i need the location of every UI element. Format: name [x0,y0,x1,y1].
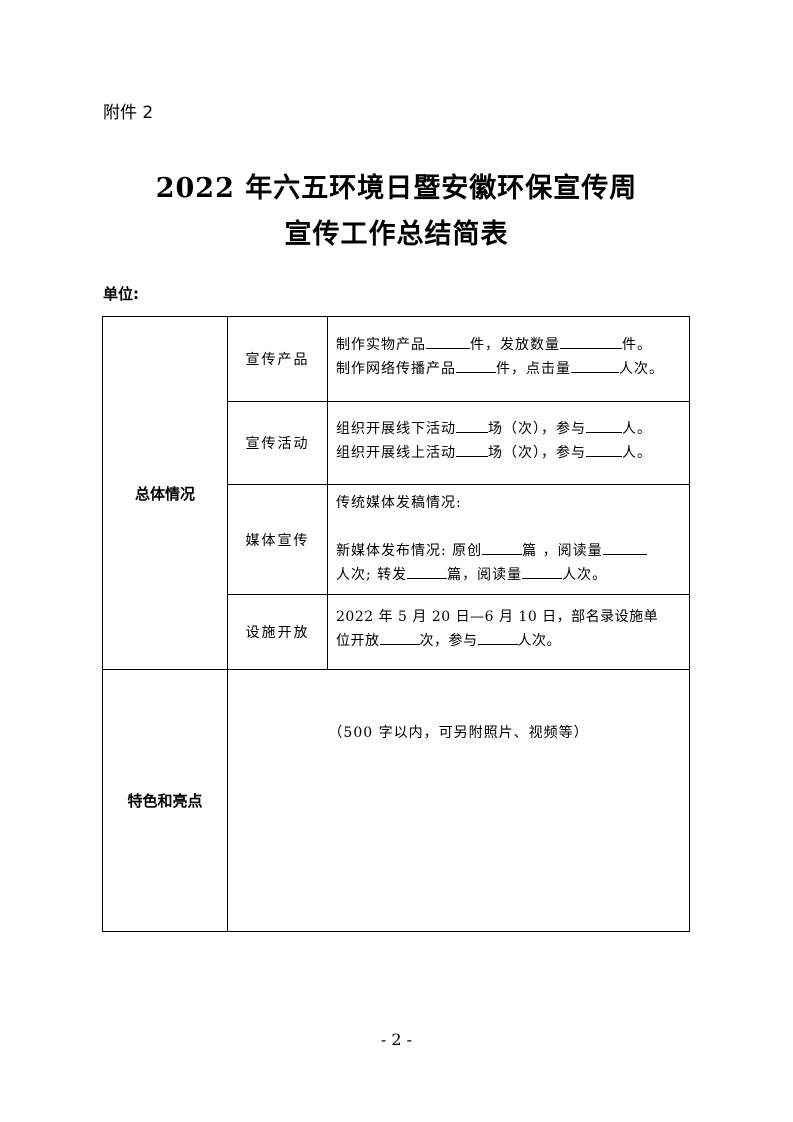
facilities-line-2: 位开放次，参与人次。 [336,629,689,653]
category-overall: 总体情况 [134,484,195,503]
category-highlights: 特色和亮点 [127,792,203,810]
blank-field[interactable] [522,564,563,579]
document-title-line1: 2022 年六五环境日暨安徽环保宣传周 [155,173,638,204]
blank-field[interactable] [482,540,523,555]
row-content-activities: 组织开展线下活动场（次），参与人。 组织开展线上活动场（次），参与人。 [328,417,689,465]
row-content-products: 制作实物产品件，发放数量件。 制作网络传播产品件，点击量人次。 [328,333,689,381]
row-label-facilities: 设施开放 [245,625,310,641]
row-content-facilities: 2022 年 5 月 20 日—6 月 10 日，部名录设施单 位开放次，参与人… [328,605,689,653]
products-line-1: 制作实物产品件，发放数量件。 [336,333,689,357]
facilities-line-1: 2022 年 5 月 20 日—6 月 10 日，部名录设施单 [336,609,659,625]
products-line-2: 制作网络传播产品件，点击量人次。 [336,357,689,381]
blank-field[interactable] [379,630,420,645]
attachment-label: 附件 2 [103,103,154,123]
highlights-note: （500 字以内，可另附照片、视频等） [328,725,589,741]
blank-field[interactable] [456,442,488,457]
media-new-line-2: 人次; 转发篇，阅读量人次。 [336,563,689,587]
blank-field[interactable] [477,630,518,645]
row-label-activities: 宣传活动 [245,436,310,452]
blank-field[interactable] [586,442,622,457]
document-title-line2: 宣传工作总结简表 [284,219,509,250]
media-new-line-1: 新媒体发布情况: 原创篇 ，阅读量 [336,539,689,563]
blank-field[interactable] [560,334,622,349]
blank-field[interactable] [407,564,448,579]
blank-field[interactable] [456,358,496,373]
row-content-media: 传统媒体发稿情况: 新媒体发布情况: 原创篇 ，阅读量 人次; 转发篇，阅读量人… [328,491,689,587]
page-number: - 2 - [380,1030,413,1049]
blank-field[interactable] [602,540,647,555]
activities-line-2: 组织开展线上活动场（次），参与人。 [336,441,689,465]
row-label-products: 宣传产品 [245,352,310,368]
row-label-media: 媒体宣传 [245,532,310,549]
blank-field[interactable] [571,358,619,373]
blank-field[interactable] [426,334,470,349]
media-traditional: 传统媒体发稿情况: [336,495,462,511]
unit-label: 单位: [103,285,139,303]
blank-field[interactable] [586,418,622,433]
activities-line-1: 组织开展线下活动场（次），参与人。 [336,417,689,441]
blank-field[interactable] [456,418,488,433]
summary-table: 总体情况 宣传产品 制作实物产品件，发放数量件。 制作网络传播产品件，点击量人次… [102,316,690,932]
